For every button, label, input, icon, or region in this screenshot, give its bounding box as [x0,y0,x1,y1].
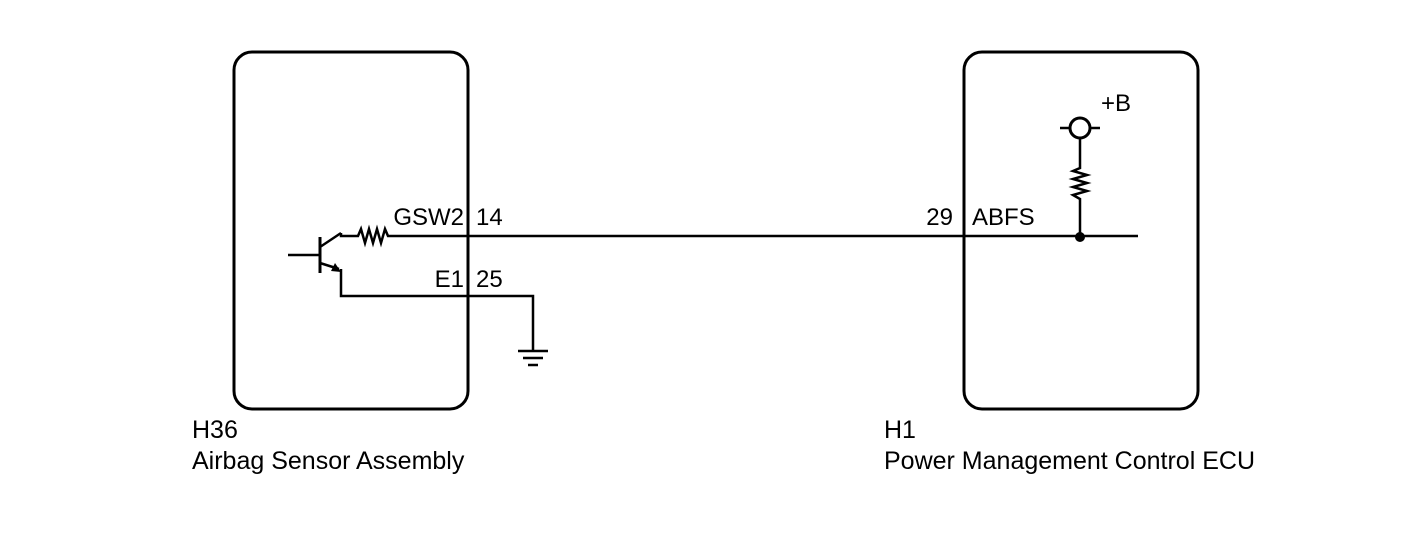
emitter-arrow-icon [331,263,341,272]
ground-wire [339,269,535,350]
pin-name-e1: E1 [435,266,464,293]
supply-terminal-icon [1060,116,1100,140]
power-management-ecu-box [962,50,1200,411]
pullup-resistor [1068,138,1092,236]
pin-name-abfs: ABFS [972,204,1035,231]
ground-icon [518,349,548,367]
left-connector-code: H36 [192,416,238,444]
pin-name-gsw2: GSW2 [393,204,464,231]
supply-label: +B [1101,90,1131,117]
airbag-sensor-box [232,50,470,411]
junction-dot [1075,232,1085,242]
transistor-symbol [288,231,342,273]
pin-number-25: 25 [476,266,503,293]
pin-number-14: 14 [476,204,503,231]
right-connector-code: H1 [884,416,916,444]
pin-number-29: 29 [926,204,953,231]
right-component-name: Power Management Control ECU [884,447,1255,475]
left-component-name: Airbag Sensor Assembly [192,447,465,475]
left-resistor [339,224,468,248]
